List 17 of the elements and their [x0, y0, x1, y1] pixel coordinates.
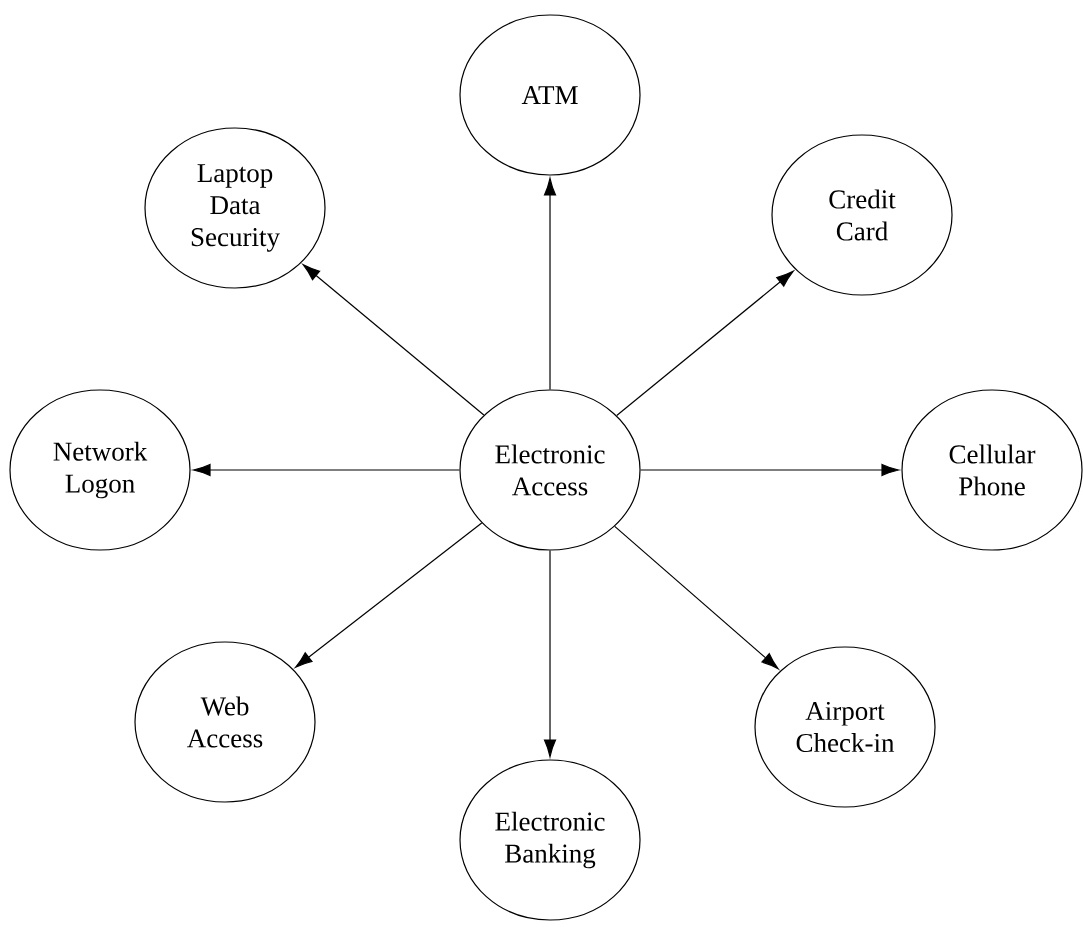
arrow — [294, 522, 483, 668]
ellipse-node: Credit Card — [771, 134, 953, 296]
arrow — [543, 550, 557, 758]
ellipse-node: ATM — [459, 14, 641, 176]
ellipse-node: Airport Check-in — [754, 646, 936, 808]
arrow — [543, 177, 557, 390]
arrow — [302, 264, 485, 416]
ellipse-node: Cellular Phone — [901, 389, 1083, 551]
ellipse-node: Network Logon — [9, 389, 191, 551]
arrow — [616, 270, 794, 417]
ellipse-node: Web Access — [134, 641, 316, 803]
ellipse-node: Electronic Banking — [459, 759, 641, 921]
ellipse-node: Laptop Data Security — [144, 127, 326, 289]
ellipse-node: Electronic Access — [459, 389, 641, 551]
arrow — [192, 463, 460, 477]
arrow — [640, 463, 900, 477]
arrow — [614, 525, 779, 670]
